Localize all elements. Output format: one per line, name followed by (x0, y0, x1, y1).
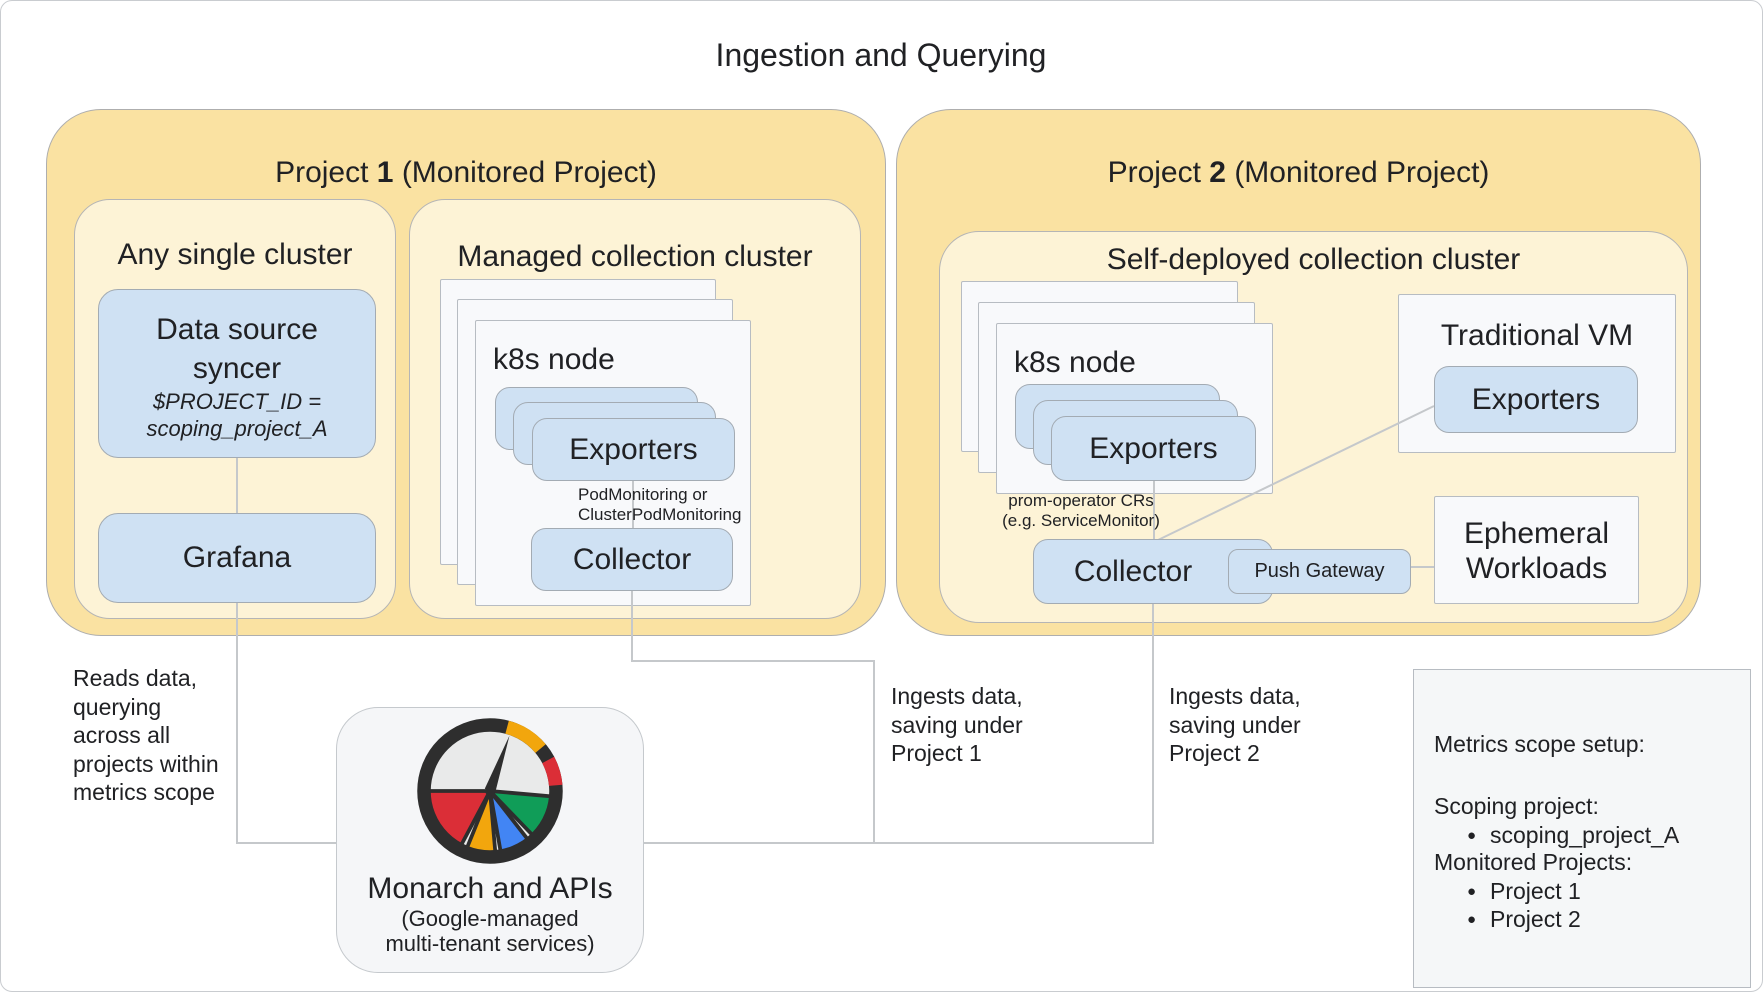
push-gateway-label: Push Gateway (1254, 560, 1385, 582)
reads-data-note: Reads data, querying across all projects… (73, 665, 219, 805)
grafana-box: Grafana (98, 513, 376, 603)
managed-cluster-heading: Managed collection cluster (457, 240, 813, 273)
monarch-box: Monarch and APIs (Google-managed multi-t… (336, 707, 644, 973)
monarch-subtitle-line2: multi-tenant services) (385, 931, 595, 956)
ephemeral-workloads-label: Ephemeral Workloads (1463, 517, 1610, 585)
collector-box: Collector (531, 528, 733, 591)
collector-label: Collector (572, 542, 692, 576)
metrics-scope-box: Metrics scope setup: Scoping project: ● … (1413, 669, 1751, 988)
data-source-syncer-box: Data source syncer $PROJECT_ID = scoping… (98, 289, 376, 458)
project1-heading: Project 1 (Monitored Project) (275, 156, 657, 189)
any-single-cluster-heading: Any single cluster (117, 238, 353, 271)
push-gateway-box: Push Gateway (1228, 549, 1411, 594)
exporters-box-front: Exporters (532, 418, 735, 481)
monarch-title: Monarch and APIs (367, 872, 613, 905)
data-source-syncer-label-line1: Data source (156, 312, 318, 346)
diagram-title: Ingestion and Querying (715, 37, 1047, 73)
bullet-icon: ● (1466, 882, 1476, 900)
data-source-syncer-label-line2: syncer (192, 351, 282, 385)
self-deployed-cluster-heading: Self-deployed collection cluster (1106, 243, 1521, 276)
bullet-icon: ● (1466, 910, 1476, 928)
monitored-projects-label: Monitored Projects: (1434, 849, 1633, 875)
project-id-var-line1: $PROJECT_ID = (152, 388, 322, 414)
metrics-scope-title: Metrics scope setup: (1434, 731, 1645, 757)
monitored-project-item: ● Project 1 (1434, 877, 1750, 905)
ingests-project1-note: Ingests data, saving under Project 1 (891, 683, 1023, 766)
scoping-project-item: ● scoping_project_A (1434, 821, 1750, 849)
ingests-project2-note: Ingests data, saving under Project 2 (1169, 683, 1301, 766)
prom-operator-note: prom-operator CRs (e.g. ServiceMonitor) (1002, 491, 1160, 530)
scoping-project-label: Scoping project: (1434, 793, 1599, 819)
bullet-icon: ● (1466, 826, 1476, 844)
exporters-label: Exporters (1089, 431, 1218, 465)
exporters-label: Exporters (1471, 382, 1601, 416)
grafana-label: Grafana (182, 541, 292, 574)
monitored-project-item: ● Project 2 (1434, 905, 1750, 933)
project-id-var-line2: scoping_project_A (146, 415, 328, 441)
monarch-subtitle-line1: (Google-managed (401, 906, 579, 931)
exporters-label: Exporters (569, 432, 698, 466)
traditional-vm-label: Traditional VM (1440, 319, 1634, 352)
podmonitoring-note: PodMonitoring or ClusterPodMonitoring (578, 485, 742, 524)
ephemeral-workloads-box (1434, 496, 1639, 604)
k8s-node-label: k8s node (493, 343, 615, 376)
k8s-node-label: k8s node (1014, 346, 1136, 379)
exporters-box-vm: Exporters (1434, 366, 1638, 433)
exporters-box-front: Exporters (1051, 416, 1256, 481)
gauge-icon (415, 716, 565, 866)
project2-heading: Project 2 (Monitored Project) (1107, 156, 1490, 189)
collector-label: Collector (1073, 554, 1193, 588)
